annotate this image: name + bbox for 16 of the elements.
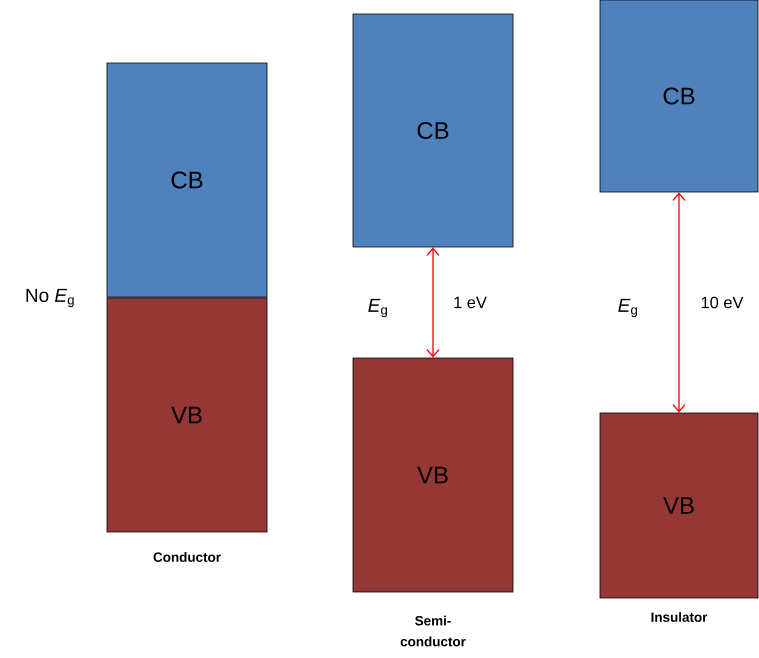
arrow: [672, 192, 686, 413]
node-label: Conductor: [154, 552, 221, 562]
band-box: VB: [106, 298, 268, 532]
band-box: VB: [352, 358, 514, 592]
band-box: CB: [106, 62, 268, 298]
gap-label: E$_{g}$: [618, 298, 637, 318]
node-label: Insulator: [652, 612, 708, 622]
edge-label: 10 eV: [702, 296, 744, 308]
arrow: [426, 247, 440, 358]
node-label: Semi- conductor: [400, 616, 466, 646]
edge-label: 1 eV: [454, 296, 487, 308]
gap-label: E$_{g}$: [368, 298, 387, 318]
band-box: VB: [600, 412, 758, 598]
gap-label: No E$_{g}$: [26, 288, 74, 308]
band-box: CB: [600, 0, 758, 192]
band-box: CB: [352, 14, 514, 248]
